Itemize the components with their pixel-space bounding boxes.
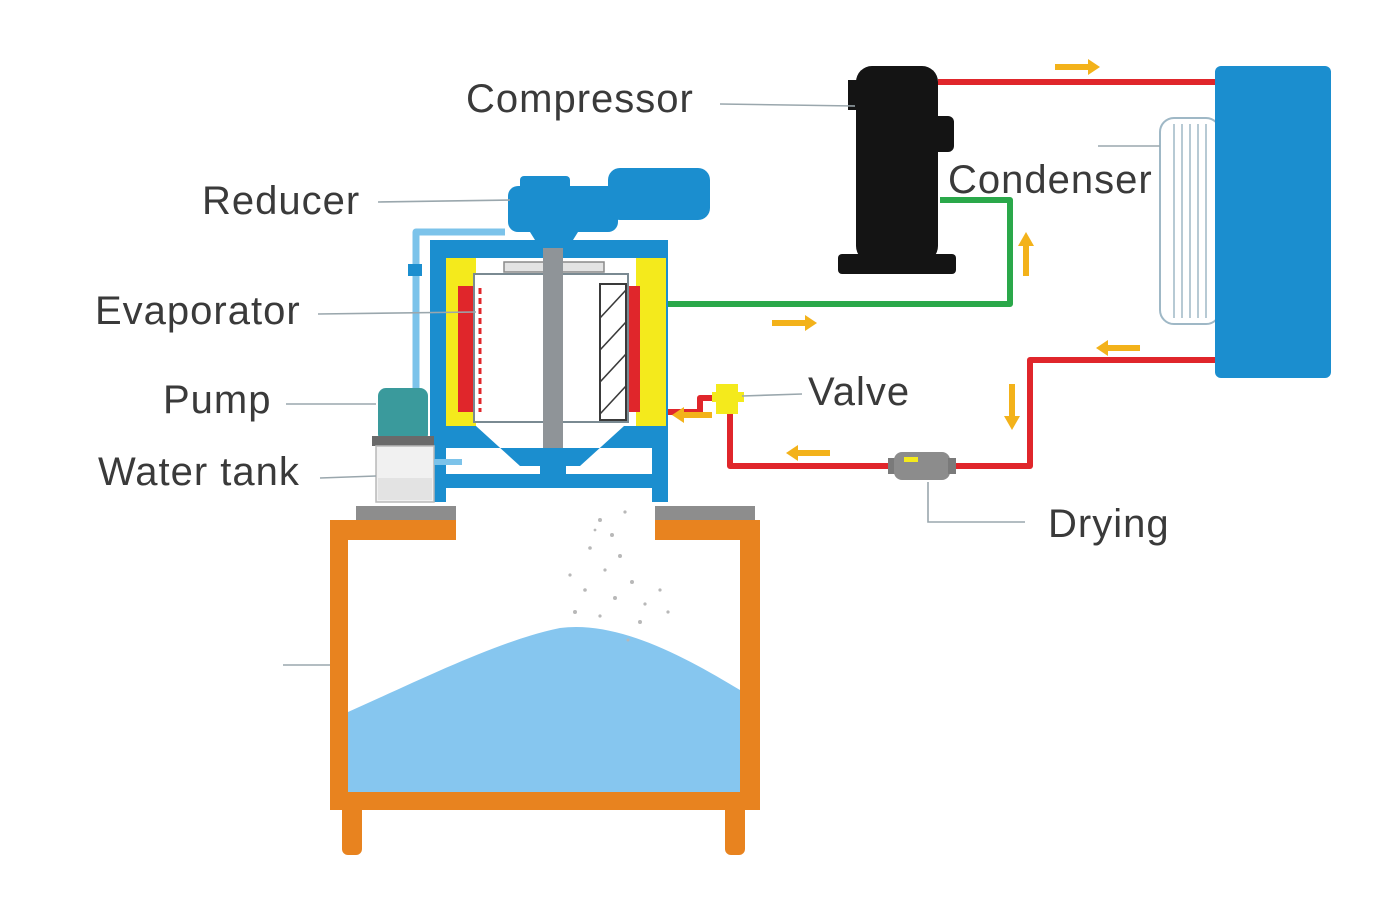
compressor (838, 66, 956, 274)
condenser (1159, 66, 1331, 378)
label-pump: Pump (163, 378, 272, 422)
scraper-blade (599, 283, 627, 421)
water-valve-knob (408, 264, 422, 276)
storage-bin (330, 506, 760, 855)
expansion-valve (712, 384, 744, 414)
label-compressor: Compressor (466, 77, 694, 121)
water-tank (375, 445, 462, 503)
reducer (508, 168, 710, 248)
ice-pile (348, 626, 740, 792)
label-water-tank: Water tank (98, 450, 300, 494)
leader-lines (283, 103, 1160, 666)
drier (888, 452, 956, 480)
evaporator (430, 240, 668, 502)
label-valve: Valve (808, 370, 910, 414)
label-drying: Drying (1048, 502, 1170, 546)
pump (372, 388, 434, 446)
label-reducer: Reducer (202, 179, 360, 223)
flow-arrows (672, 59, 1140, 461)
label-condenser: Condenser (948, 158, 1153, 202)
falling-ice (568, 510, 670, 642)
label-evaporator: Evaporator (95, 289, 301, 333)
